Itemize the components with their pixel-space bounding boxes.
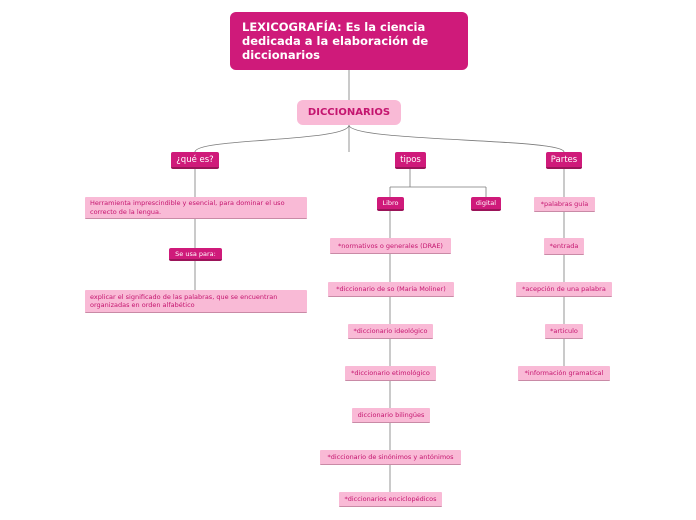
root-topic[interactable]: LEXICOGRAFÍA: Es la ciencia dedicada a l… xyxy=(230,12,468,70)
tipo-item[interactable]: *diccionario de so (Maria Moliner) xyxy=(328,282,454,297)
main-topic[interactable]: DICCIONARIOS xyxy=(297,100,401,125)
parte-item-label: *articulo xyxy=(550,327,578,335)
se-usa-para-node[interactable]: Se usa para: xyxy=(169,248,222,261)
parte-item[interactable]: *articulo xyxy=(545,324,583,339)
parte-item[interactable]: *palabras guía xyxy=(534,197,595,212)
parte-item-label: *palabras guía xyxy=(540,200,589,208)
branch-tipos-label: tipos xyxy=(400,154,421,165)
tipo-item[interactable]: *diccionario etimológico xyxy=(345,366,436,381)
tipo-item[interactable]: diccionario bilingües xyxy=(352,408,430,423)
libro-node[interactable]: Libro xyxy=(377,197,404,211)
branch-que-es[interactable]: ¿qué es? xyxy=(171,152,219,169)
tipo-item-label: diccionario bilingües xyxy=(357,411,425,419)
parte-item-label: *información gramatical xyxy=(524,369,604,377)
tipo-item[interactable]: *normativos o generales (DRAE) xyxy=(330,238,451,254)
parte-item-label: *acepción de una palabra xyxy=(522,285,606,293)
tipo-item-label: *normativos o generales (DRAE) xyxy=(338,241,443,250)
tipo-item[interactable]: *diccionarios enciclopédicos xyxy=(339,492,442,507)
digital-label: digital xyxy=(475,199,497,207)
branch-tipos[interactable]: tipos xyxy=(395,152,426,169)
main-label: DICCIONARIOS xyxy=(307,107,391,118)
tipo-item-label: *diccionario de sinónimos y antónimos xyxy=(327,453,454,461)
tipo-item-label: *diccionario etimológico xyxy=(351,369,430,377)
uso-text: explicar el significado de las palabras,… xyxy=(90,292,278,310)
uso-node[interactable]: explicar el significado de las palabras,… xyxy=(85,290,307,313)
parte-item[interactable]: *información gramatical xyxy=(518,366,610,381)
parte-item-label: *entrada xyxy=(549,242,579,250)
definition-text: Herramienta imprescindible y esencial, p… xyxy=(90,199,285,216)
digital-node[interactable]: digital xyxy=(471,197,501,211)
parte-item[interactable]: *acepción de una palabra xyxy=(516,282,612,297)
tipo-item[interactable]: *diccionario ideológico xyxy=(348,324,433,339)
branch-que-es-label: ¿qué es? xyxy=(176,154,214,165)
root-title: LEXICOGRAFÍA: Es la ciencia dedicada a l… xyxy=(242,20,429,62)
parte-item[interactable]: *entrada xyxy=(544,238,584,255)
tipo-item[interactable]: *diccionario de sinónimos y antónimos xyxy=(320,450,461,465)
branch-partes[interactable]: Partes xyxy=(546,152,582,169)
branch-partes-label: Partes xyxy=(550,154,578,165)
tipo-item-label: *diccionario de so (Maria Moliner) xyxy=(336,285,446,293)
definition-node[interactable]: Herramienta imprescindible y esencial, p… xyxy=(85,197,307,219)
tipo-item-label: *diccionario ideológico xyxy=(353,327,428,335)
se-usa-para-label: Se usa para: xyxy=(175,249,216,258)
tipo-item-label: *diccionarios enciclopédicos xyxy=(344,495,437,503)
libro-label: Libro xyxy=(382,199,399,207)
